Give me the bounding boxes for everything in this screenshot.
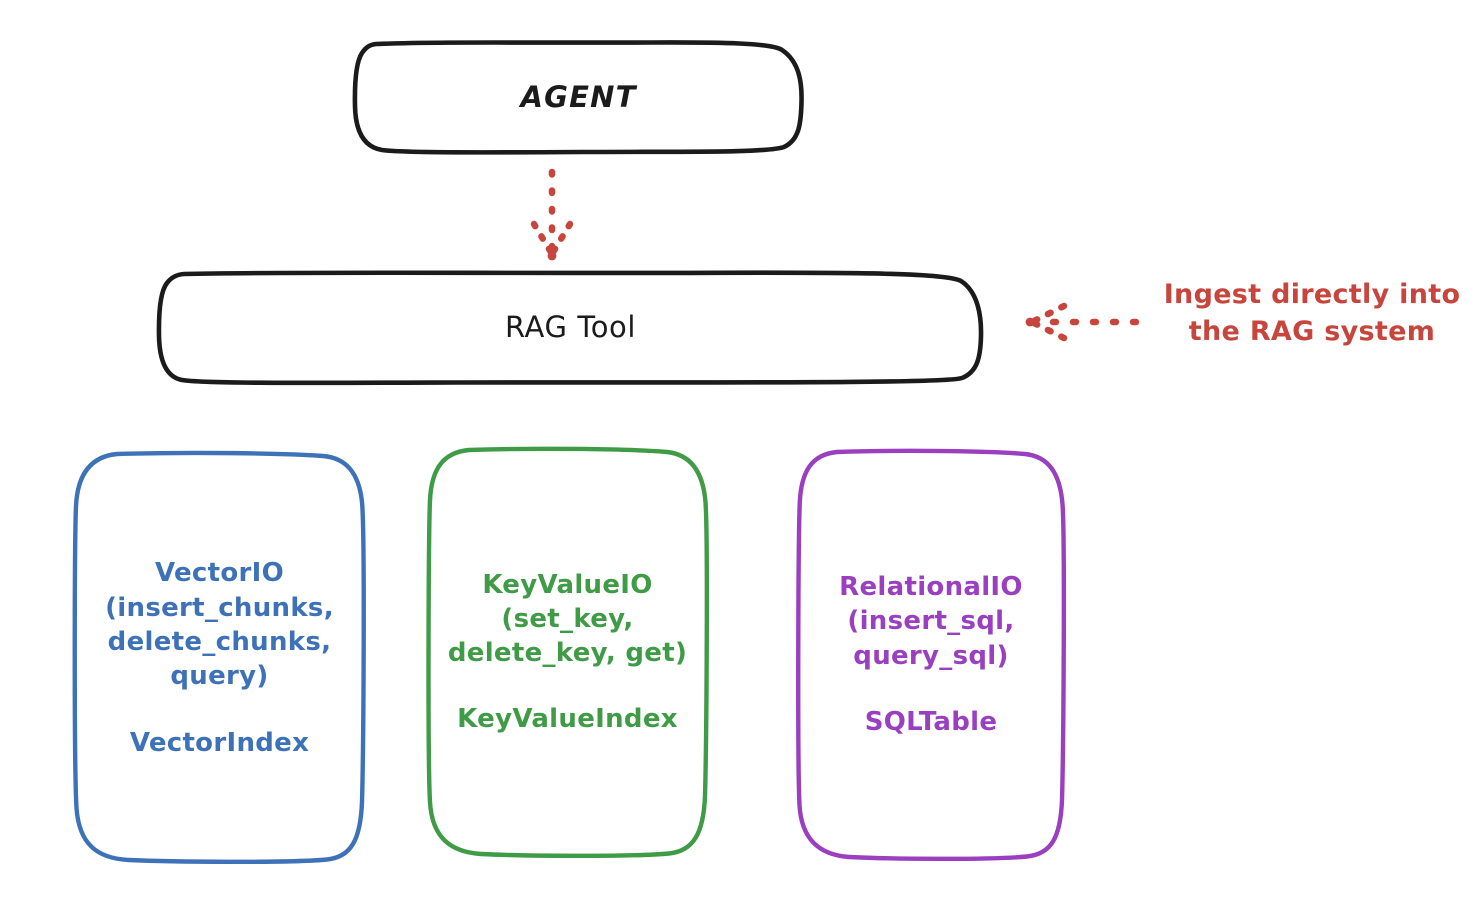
- sql-table-label: SQLTable: [864, 706, 998, 737]
- key-value-io-node[interactable]: KeyValueIO (set_key, delete_key, get) Ke…: [425, 446, 710, 859]
- key-value-index-label: KeyValueIndex: [457, 704, 678, 735]
- vector-io-api-label: VectorIO (insert_chunks, delete_chunks, …: [105, 558, 334, 692]
- vector-io-node[interactable]: VectorIO (insert_chunks, delete_chunks, …: [71, 450, 368, 865]
- agent-node-label: AGENT: [520, 79, 637, 114]
- vector-index-label: VectorIndex: [129, 727, 310, 758]
- key-value-io-content: KeyValueIO (set_key, delete_key, get) Ke…: [425, 568, 710, 735]
- connector-agent-to-rag-tool: [530, 168, 574, 261]
- relational-io-content: RelationalIO (insert_sql, query_sql) SQL…: [795, 570, 1067, 737]
- vector-io-content: VectorIO (insert_chunks, delete_chunks, …: [71, 556, 368, 757]
- ingest-annotation-label: Ingest directly into the RAG system: [1163, 279, 1461, 347]
- relational-io-node[interactable]: RelationalIO (insert_sql, query_sql) SQL…: [795, 448, 1067, 862]
- agent-node[interactable]: AGENT: [352, 40, 805, 155]
- rag-tool-node-label: RAG Tool: [504, 310, 637, 345]
- key-value-io-api-label: KeyValueIO (set_key, delete_key, get): [447, 569, 688, 669]
- rag-tool-node[interactable]: RAG Tool: [156, 270, 985, 386]
- connector-annotation-to-rag-tool: [1025, 302, 1140, 342]
- relational-io-api-label: RelationalIO (insert_sql, query_sql): [839, 572, 1023, 671]
